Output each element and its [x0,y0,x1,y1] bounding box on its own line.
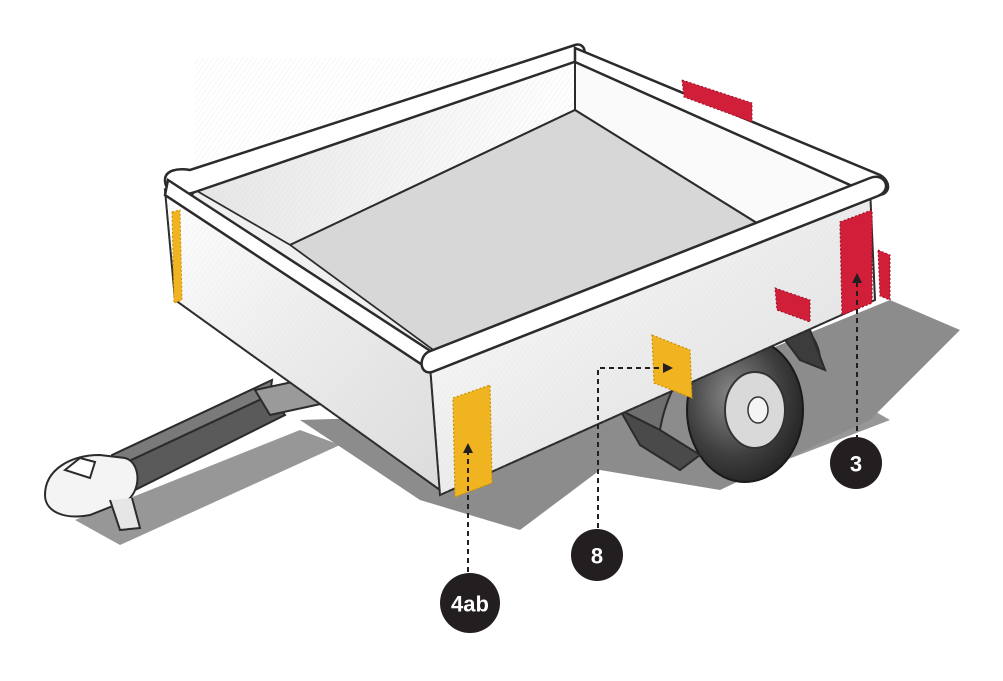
top-rail-side [420,175,888,374]
callout-badge-8: 8 [571,529,623,581]
leader-lines [463,273,862,590]
reflector-red-rear-corner [839,209,873,316]
reflectors [171,79,891,498]
callout-label-4ab: 4ab [451,592,489,617]
reflector-amber-front-left [171,209,183,304]
reflector-red-rear [877,249,891,301]
callout-label-3: 3 [850,452,862,477]
trailer-drawbar [108,373,332,497]
reflector-red-fender [774,287,811,323]
callout-badge-4ab: 4ab [440,573,500,633]
callout-badge-3: 3 [830,437,882,489]
reflector-red-top-rear [681,79,753,123]
hitch-coupler [43,453,142,532]
callout-label-8: 8 [591,544,603,569]
reflector-amber-front-corner [452,384,493,498]
